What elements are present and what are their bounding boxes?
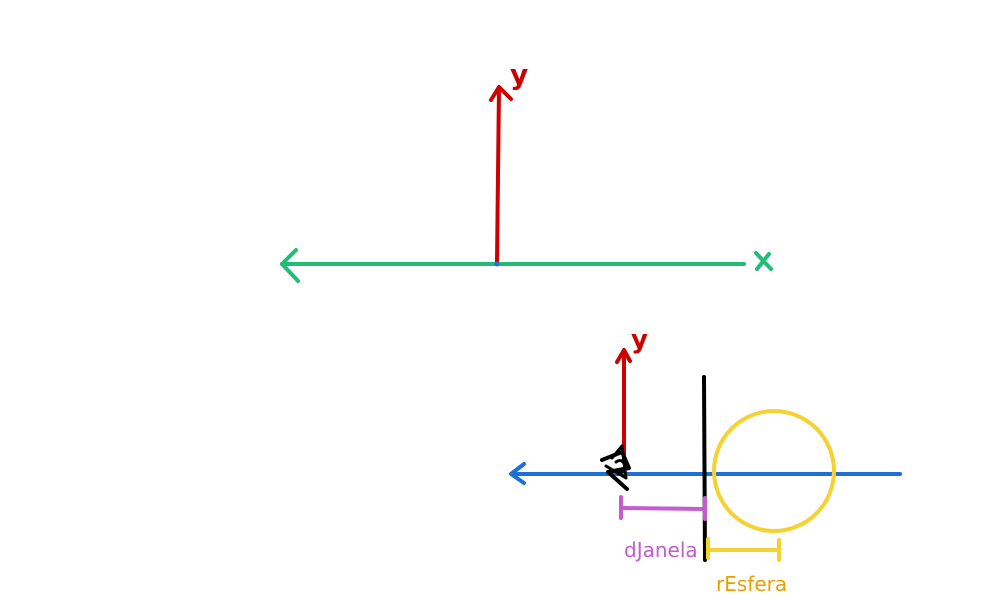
y-axis-arrowhead-bottom — [615, 348, 632, 364]
y-axis-label: y — [510, 58, 528, 91]
window-plane-line — [702, 375, 707, 562]
sphere-radius-bracket — [706, 537, 781, 562]
window-distance-label: dJanela — [624, 538, 698, 562]
x-axis-letter-mark — [754, 251, 773, 271]
sphere-radius-label: rEsfera — [716, 572, 787, 596]
y-axis-label-bottom: y — [631, 325, 648, 355]
x-axis-arrowhead — [280, 248, 300, 283]
bottom-view: y dJanela rEsfera — [509, 325, 902, 596]
y-axis-line — [495, 86, 501, 264]
top-view: x y — [280, 58, 773, 283]
window-distance-bracket — [619, 495, 707, 521]
camera-eye-icon — [600, 444, 631, 491]
origin-dot — [494, 261, 500, 267]
z-axis-arrowhead — [509, 462, 526, 485]
y-axis-arrowhead — [489, 85, 513, 102]
sphere-circle — [712, 409, 836, 533]
